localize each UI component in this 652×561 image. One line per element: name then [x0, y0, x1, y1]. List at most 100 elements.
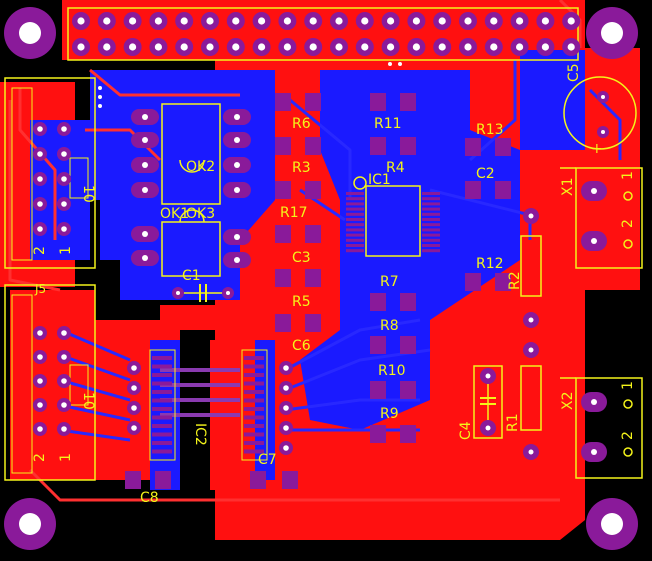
- optocoupler-pin: [223, 157, 251, 173]
- smd-pad: [370, 425, 386, 443]
- connector-pin: [33, 326, 47, 340]
- connector-pin: [33, 398, 47, 412]
- gpio-pin: [536, 12, 555, 30]
- ic1-pin: [346, 207, 364, 211]
- gpio-pin: [536, 38, 555, 56]
- ic1-pin: [346, 202, 364, 206]
- gpio-pin: [175, 38, 194, 56]
- gpio-pin: [72, 38, 90, 56]
- gpio-pin: [433, 12, 452, 30]
- ic2-pin: [152, 449, 172, 454]
- connector-pin: [57, 222, 71, 236]
- connector-pin: [57, 326, 71, 340]
- through-hole-pin: [127, 421, 141, 435]
- ic1-pins: [346, 192, 440, 253]
- ic1-pin: [422, 218, 440, 221]
- ic1-pin: [346, 223, 364, 227]
- resistor-r1: R1: [505, 342, 542, 460]
- label-x2: X2: [560, 392, 576, 411]
- through-hole-pin: [279, 361, 293, 375]
- ic1-pin: [422, 223, 440, 227]
- gpio-pin: [226, 38, 245, 56]
- ic2-pins: [152, 356, 264, 454]
- ic1-pin: [346, 192, 364, 195]
- connector-top-label-1: 1: [58, 246, 74, 255]
- ic1-pin: [422, 238, 440, 242]
- ic1-pin: [422, 233, 440, 237]
- through-hole-pin: [127, 401, 141, 415]
- through-hole-pin: [279, 421, 293, 435]
- gpio-pin: [510, 38, 529, 56]
- connector-pin: [57, 147, 71, 161]
- smd-pad: [275, 137, 291, 155]
- gpio-pin: [562, 38, 581, 56]
- ic2-package: IC2: [149, 349, 268, 461]
- gpio-pin: [97, 12, 116, 30]
- smd-pad: [125, 471, 141, 489]
- ic1-pin: [422, 197, 440, 201]
- gpio-pin: [355, 12, 374, 30]
- label-r13: R13: [476, 122, 504, 138]
- smd-pad: [495, 138, 511, 156]
- ic2-pin: [244, 432, 264, 437]
- smd-pad: [370, 137, 386, 155]
- smd-pad: [305, 181, 321, 199]
- gpio-pin: [484, 38, 503, 56]
- ic2-pin: [244, 441, 264, 445]
- gpio-pin: [278, 12, 297, 30]
- smd-pad: [465, 181, 481, 199]
- connector-pin: [33, 350, 47, 364]
- gpio-pin: [304, 38, 323, 56]
- ic1-pin: [422, 244, 440, 247]
- ic2-pin: [244, 373, 264, 377]
- ic2-pin: [244, 449, 264, 454]
- connector-top-label-2: 2: [32, 246, 48, 255]
- connector-top-pin-array: [33, 122, 71, 236]
- gpio-pin: [330, 12, 348, 30]
- smd-pad: [370, 381, 386, 399]
- ic1-pin: [422, 202, 440, 206]
- connector-pin: [57, 172, 71, 186]
- label-r12: R12: [476, 256, 504, 272]
- optocoupler-pin: [223, 252, 251, 268]
- gpio-pin: [433, 38, 452, 56]
- ic2-pin: [152, 381, 172, 386]
- connector-top-label-10: 10: [80, 185, 96, 203]
- connector-pin: [57, 422, 71, 436]
- smd-pad: [400, 137, 416, 155]
- ic2-pin: [152, 373, 172, 377]
- smd-pad: [400, 381, 416, 399]
- gpio-pin: [355, 38, 374, 56]
- label-c2: C2: [476, 166, 495, 182]
- ic1-pin: [422, 212, 440, 216]
- through-hole-pins: [98, 62, 402, 455]
- connector-pin: [33, 422, 47, 436]
- smd-pad: [370, 93, 386, 111]
- label-ic1: IC1: [368, 172, 391, 188]
- label-c6: C6: [292, 338, 311, 354]
- gpio-pin: [484, 12, 503, 30]
- gpio-pin: [459, 38, 477, 56]
- smd-pad: [400, 293, 416, 311]
- mounting-hole-top-right: [586, 7, 638, 59]
- through-hole-pin: [127, 361, 141, 375]
- via: [388, 62, 392, 66]
- through-hole-pin: [279, 381, 293, 395]
- ic1-pin: [346, 212, 364, 216]
- connector-pin: [57, 350, 71, 364]
- ic2-pin: [244, 415, 264, 420]
- ic2-pin: [152, 356, 172, 360]
- ic2-pin: [244, 390, 264, 394]
- label-ok2: OK2: [186, 159, 215, 175]
- ic1-pin: [422, 228, 440, 232]
- label-r9: R9: [380, 406, 399, 422]
- terminal-x2: X2 1 2: [560, 377, 643, 479]
- ic2-pin: [152, 441, 172, 445]
- connector-pin: [57, 374, 71, 388]
- gpio-pin: [201, 38, 219, 56]
- optocoupler-pin: [131, 157, 159, 173]
- mounting-hole-bottom-left: [4, 498, 56, 550]
- connector-pin: [33, 374, 47, 388]
- gpio-pin: [123, 12, 142, 30]
